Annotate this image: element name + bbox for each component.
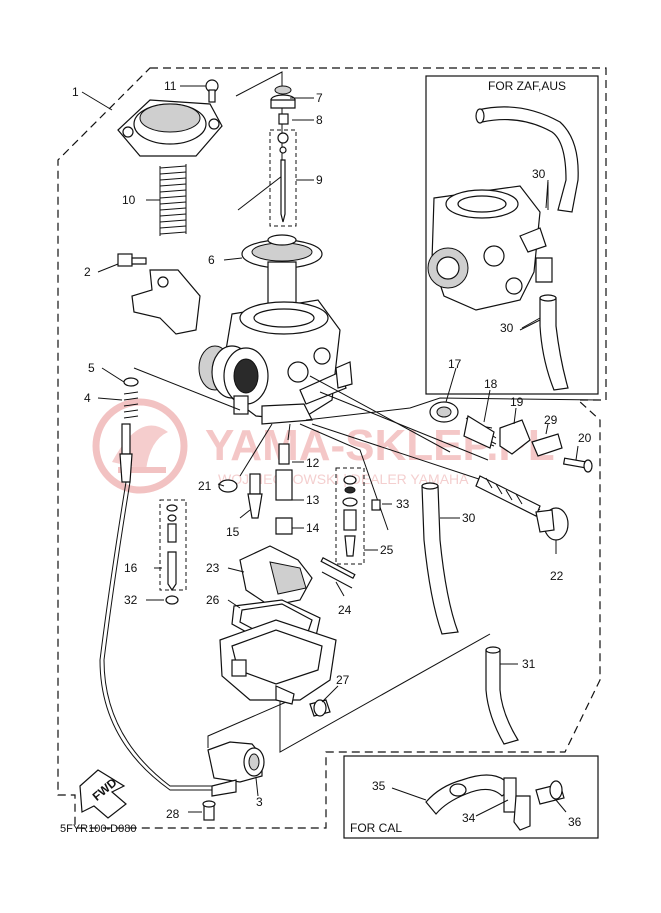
callout-35: 35 bbox=[372, 779, 386, 793]
callout-26: 26 bbox=[206, 593, 220, 607]
callout-1: 1 bbox=[72, 85, 79, 99]
callout-18: 18 bbox=[484, 377, 498, 391]
top-cover-group bbox=[117, 71, 283, 236]
callout-labels: 1 2 3 4 5 6 7 8 9 10 11 12 13 14 15 16 1… bbox=[72, 79, 592, 829]
callout-22: 22 bbox=[550, 569, 564, 583]
jets-and-valves bbox=[218, 443, 293, 535]
starter-plunger-group bbox=[429, 401, 593, 541]
callout-leaders bbox=[81, 85, 579, 817]
callout-8: 8 bbox=[316, 113, 323, 127]
callout-30-inset-bottom: 30 bbox=[500, 321, 514, 335]
callout-19: 19 bbox=[510, 395, 524, 409]
watermark-main-text: YAMA-SKLEP.PL bbox=[205, 421, 555, 470]
callout-14: 14 bbox=[306, 521, 320, 535]
callout-33: 33 bbox=[396, 497, 410, 511]
callout-21: 21 bbox=[198, 479, 212, 493]
callout-29: 29 bbox=[544, 413, 558, 427]
callout-20: 20 bbox=[578, 431, 592, 445]
callout-4: 4 bbox=[84, 391, 91, 405]
diaphragm-piston bbox=[241, 234, 323, 309]
throttle-bracket bbox=[117, 253, 201, 335]
callout-3: 3 bbox=[256, 795, 263, 809]
callout-17: 17 bbox=[448, 357, 462, 371]
part-code: 5FYR100-D080 bbox=[60, 823, 136, 835]
watermark-logo-icon bbox=[92, 398, 188, 494]
callout-13: 13 bbox=[306, 493, 320, 507]
callout-23: 23 bbox=[206, 561, 220, 575]
carburetor-body bbox=[198, 299, 353, 425]
callout-34: 34 bbox=[462, 811, 476, 825]
fwd-arrow-icon: FWD bbox=[79, 769, 127, 819]
callout-11: 11 bbox=[164, 79, 177, 93]
callout-31: 31 bbox=[522, 657, 536, 671]
callout-2: 2 bbox=[84, 265, 91, 279]
callout-30-main: 30 bbox=[462, 511, 476, 525]
callout-7: 7 bbox=[316, 91, 323, 105]
main-assembly-boundary bbox=[57, 67, 607, 829]
callout-9: 9 bbox=[316, 173, 323, 187]
callout-5: 5 bbox=[88, 361, 95, 375]
inset-zaf-aus-title: FOR ZAF,AUS bbox=[488, 79, 566, 93]
float-valve-group bbox=[335, 467, 381, 565]
jet-stack bbox=[159, 499, 187, 605]
callout-32: 32 bbox=[124, 593, 138, 607]
inset-cal: FOR CAL bbox=[343, 755, 599, 839]
inset-cal-title: FOR CAL bbox=[350, 821, 402, 835]
drain-fitting bbox=[202, 741, 265, 821]
callout-28: 28 bbox=[166, 807, 180, 821]
callout-16: 16 bbox=[124, 561, 138, 575]
throttle-stop-screw bbox=[99, 377, 212, 791]
callout-10: 10 bbox=[122, 193, 136, 207]
float-bowl bbox=[219, 599, 337, 717]
needle-group bbox=[269, 85, 297, 227]
vent-hose bbox=[421, 482, 459, 635]
overflow-hose bbox=[485, 646, 519, 745]
callout-36: 36 bbox=[568, 815, 582, 829]
callout-30-inset-top: 30 bbox=[532, 167, 546, 181]
float bbox=[239, 545, 356, 607]
inset-zaf-aus: FOR ZAF,AUS bbox=[425, 75, 599, 395]
callout-12: 12 bbox=[306, 456, 320, 470]
callout-6: 6 bbox=[208, 253, 215, 267]
callout-15: 15 bbox=[226, 525, 240, 539]
guide-lines bbox=[133, 367, 601, 753]
callout-25: 25 bbox=[380, 543, 394, 557]
callout-27: 27 bbox=[336, 673, 350, 687]
callout-24: 24 bbox=[338, 603, 352, 617]
